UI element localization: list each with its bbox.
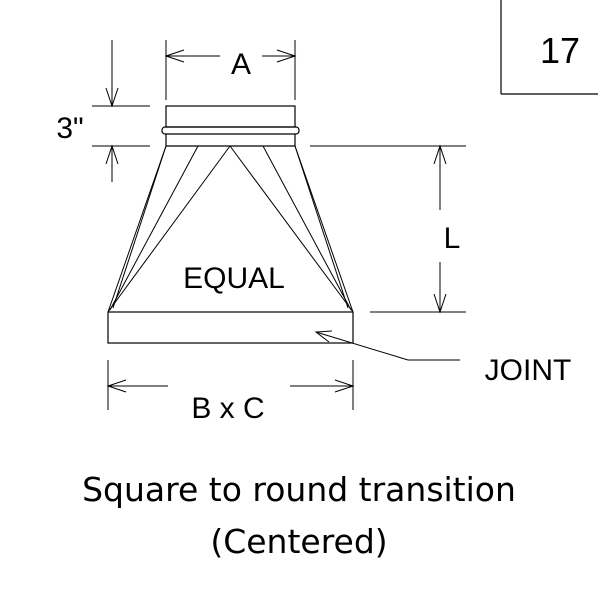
sheet-number: 17 bbox=[540, 30, 580, 71]
sheet-number-box: 17 bbox=[500, 0, 598, 95]
round-collar bbox=[161, 105, 300, 147]
dimension-bc-label: B x C bbox=[191, 392, 264, 425]
dimension-a-label: A bbox=[231, 48, 251, 81]
transition-body bbox=[107, 145, 354, 313]
rectangular-base bbox=[107, 311, 354, 344]
dimension-l-label: L bbox=[444, 222, 461, 255]
dimension-3in bbox=[92, 40, 150, 182]
equal-label: EQUAL bbox=[183, 262, 285, 295]
dimension-a bbox=[164, 40, 297, 100]
caption-title: Square to round transition bbox=[82, 470, 516, 509]
dimension-3in-label: 3" bbox=[56, 112, 83, 145]
dimension-l bbox=[310, 144, 466, 314]
caption-subtitle: (Centered) bbox=[210, 522, 388, 561]
joint-label: JOINT bbox=[485, 354, 572, 387]
joint-leader bbox=[314, 330, 460, 361]
dimension-bc bbox=[106, 360, 355, 410]
